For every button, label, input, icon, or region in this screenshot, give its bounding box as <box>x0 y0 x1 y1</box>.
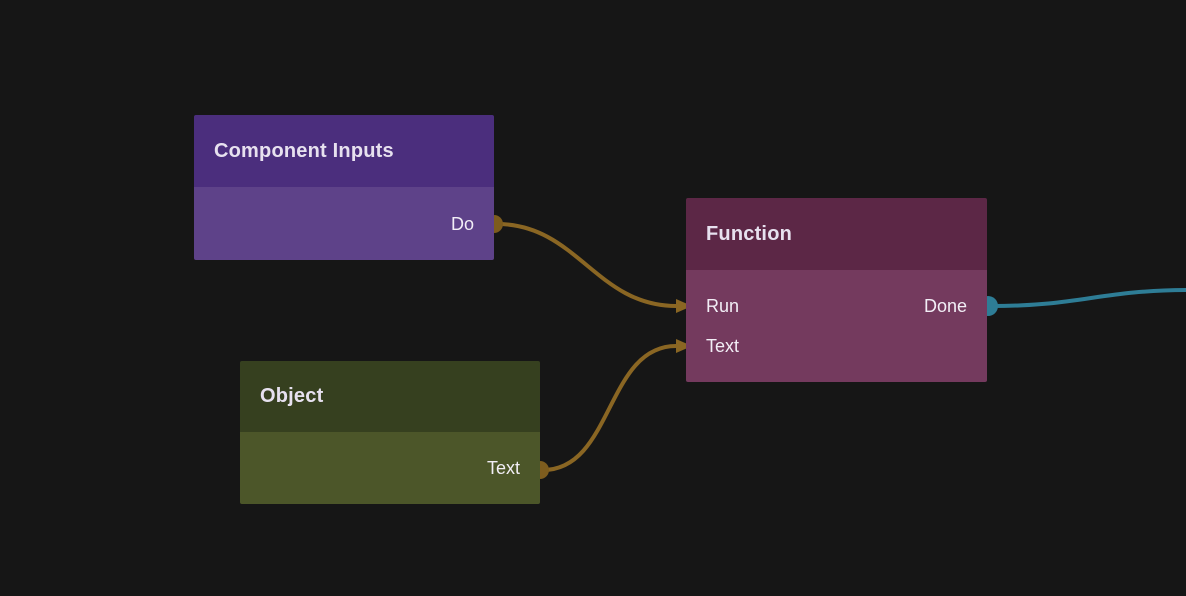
node-component-inputs[interactable]: Component Inputs Do <box>194 115 494 260</box>
node-object[interactable]: Object Text <box>240 361 540 504</box>
node-function[interactable]: Function Run Done Text <box>686 198 987 382</box>
output-port-label-done[interactable]: Done <box>923 296 967 316</box>
input-port-label-run[interactable]: Run <box>706 296 740 316</box>
port-row-run-done: Run Done <box>706 286 967 326</box>
node-function-body[interactable]: Run Done Text <box>686 270 987 382</box>
node-function-header[interactable]: Function <box>686 198 987 270</box>
wire-component-inputs-do-to-function-run[interactable] <box>495 222 678 308</box>
node-object-body[interactable]: Text <box>240 432 540 504</box>
node-title: Component Inputs <box>214 139 394 162</box>
wire-function-done-outgoing[interactable] <box>990 288 1186 308</box>
node-component-inputs-header[interactable]: Component Inputs <box>194 115 494 187</box>
output-port-label-text[interactable]: Text <box>486 458 520 478</box>
port-row-do: Do <box>214 204 474 244</box>
node-title: Function <box>706 222 793 245</box>
node-component-inputs-body[interactable]: Do <box>194 187 494 260</box>
port-row-text: Text <box>706 326 967 366</box>
output-port-label-do[interactable]: Do <box>450 213 474 234</box>
node-object-header[interactable]: Object <box>240 361 540 432</box>
input-port-label-text[interactable]: Text <box>706 336 740 356</box>
wire-object-text-to-function-text[interactable] <box>541 344 678 472</box>
port-row-text: Text <box>260 448 520 488</box>
node-title: Object <box>260 385 324 407</box>
